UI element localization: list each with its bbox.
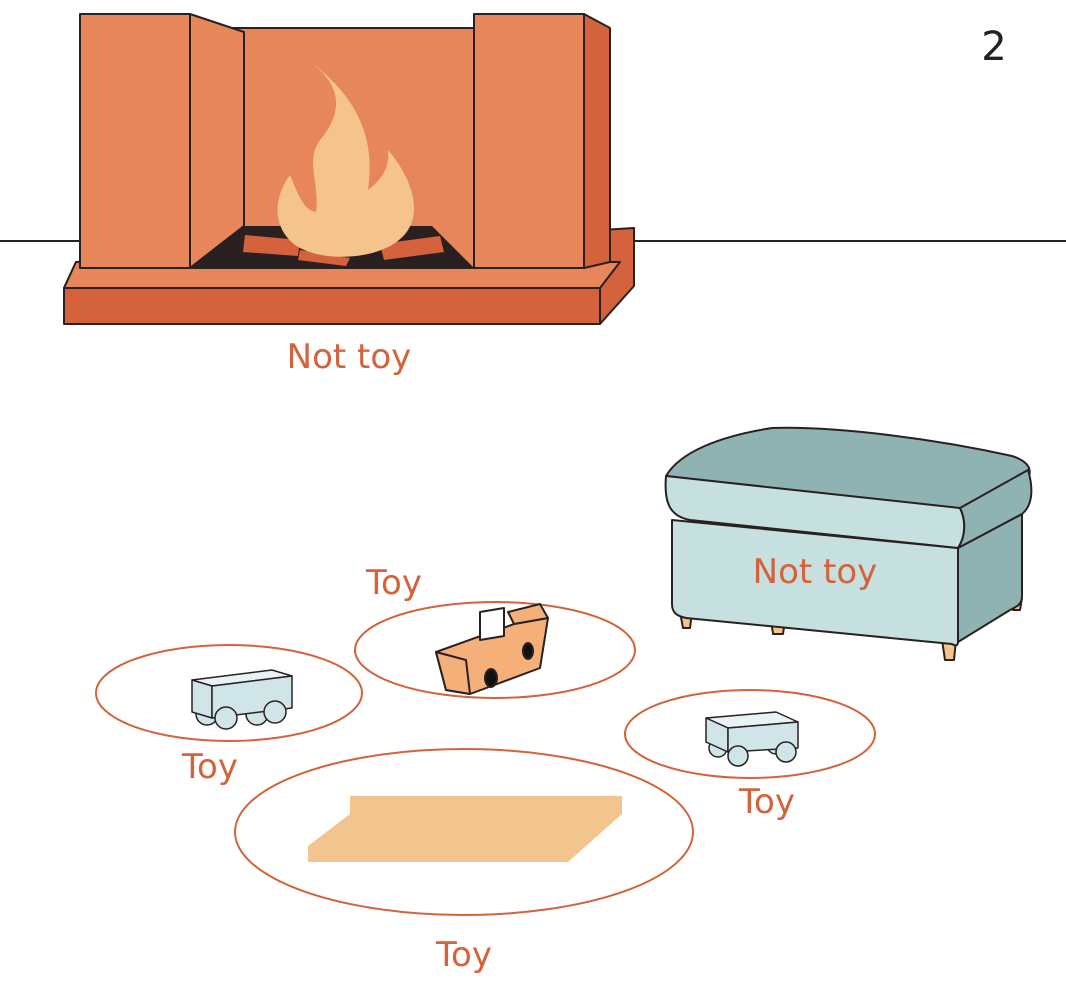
board-label: Toy	[435, 935, 492, 975]
page-number: 2	[981, 24, 1006, 70]
wagon-right-circle	[624, 689, 876, 779]
toy-truck-icon	[435, 603, 549, 695]
ottoman-label: Not toy	[753, 552, 878, 592]
wooden-board-icon	[308, 796, 622, 862]
truck-label: Toy	[365, 563, 422, 603]
wagon-left-label: Toy	[181, 747, 238, 787]
flame-icon	[277, 62, 414, 257]
toy-wagon-icon	[705, 711, 799, 767]
truck-circle	[354, 601, 636, 699]
ottoman-icon	[664, 426, 1033, 661]
toy-wagon-icon	[191, 669, 293, 730]
fireplace-label: Not toy	[287, 337, 412, 377]
fireplace-icon	[63, 13, 635, 325]
wagon-left-circle	[95, 644, 363, 742]
wagon-right-label: Toy	[738, 782, 795, 822]
board-circle	[234, 748, 694, 916]
